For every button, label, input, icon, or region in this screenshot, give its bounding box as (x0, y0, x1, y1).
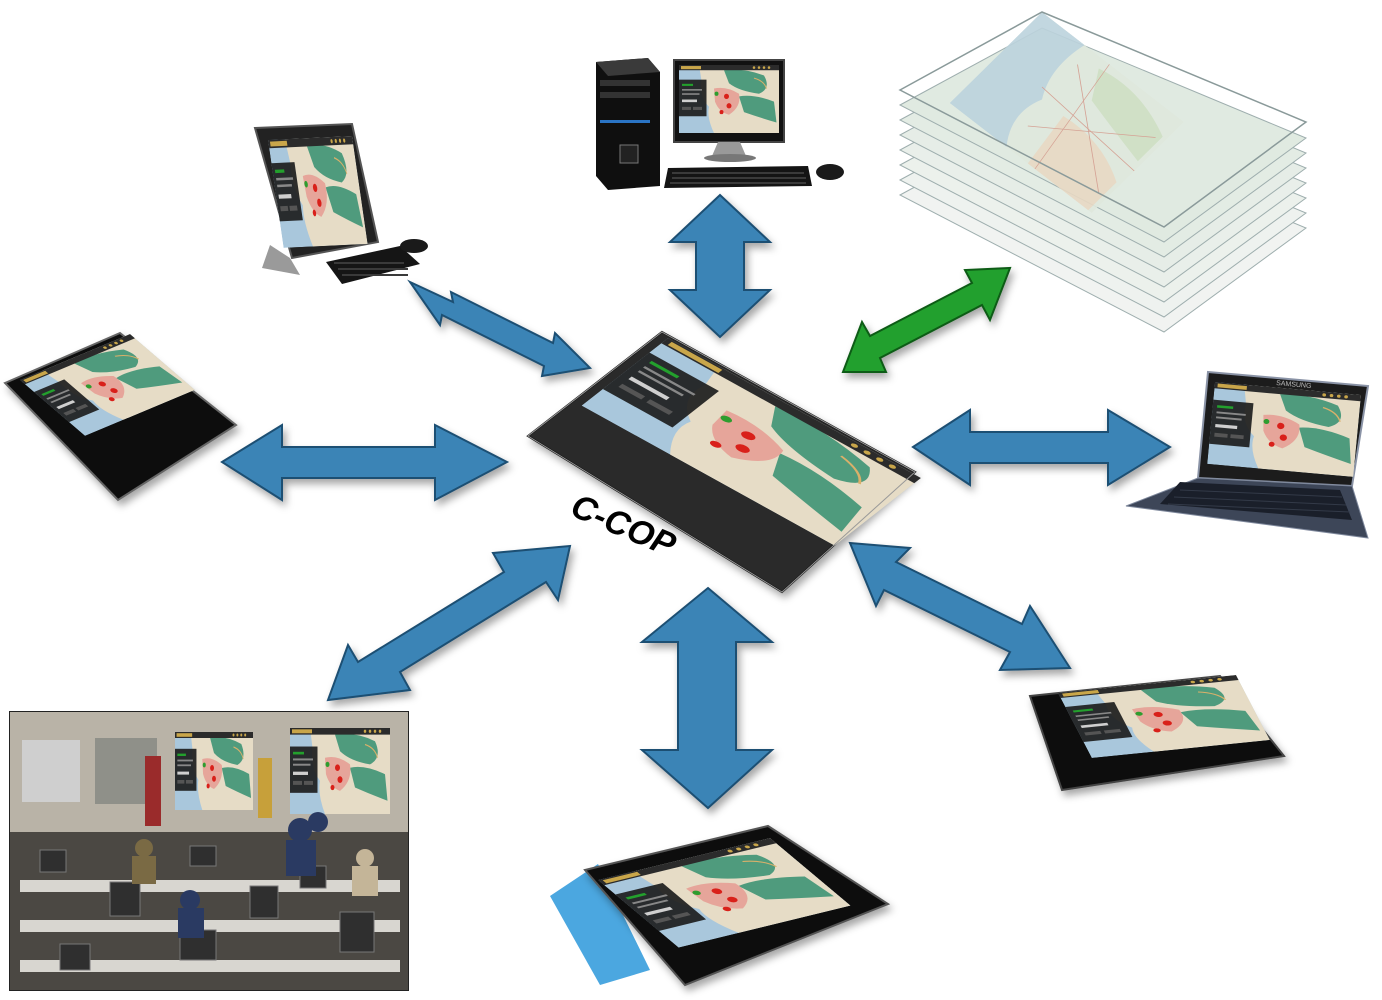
desktop-tower-pc-icon[interactable] (596, 58, 844, 190)
laptop-brand: SAMSUNG (1276, 380, 1312, 390)
arrow-hub-smartphone (848, 541, 1072, 672)
stacked-map-layers-icon[interactable] (898, 11, 1308, 333)
arrow-hub-all-in-one-pc (407, 279, 593, 378)
arrow-hub-desktop-pc (667, 193, 773, 339)
arrow-hub-map-layers[interactable] (841, 266, 1012, 373)
arrow-hub-laptop (911, 408, 1172, 487)
ipad-tablet-icon[interactable] (550, 824, 891, 987)
all-in-one-pc-icon[interactable] (253, 122, 428, 284)
arrow-hub-ipad-tablet (639, 586, 775, 810)
windows-tablet-icon[interactable] (3, 331, 238, 502)
operations-center-photo[interactable] (9, 711, 409, 991)
arrow-hub-operations-center (326, 544, 572, 702)
arrow-hub-windows-tablet (220, 423, 510, 502)
smartphone-icon[interactable] (1028, 674, 1286, 792)
laptop-icon[interactable]: SAMSUNG (1125, 370, 1370, 539)
